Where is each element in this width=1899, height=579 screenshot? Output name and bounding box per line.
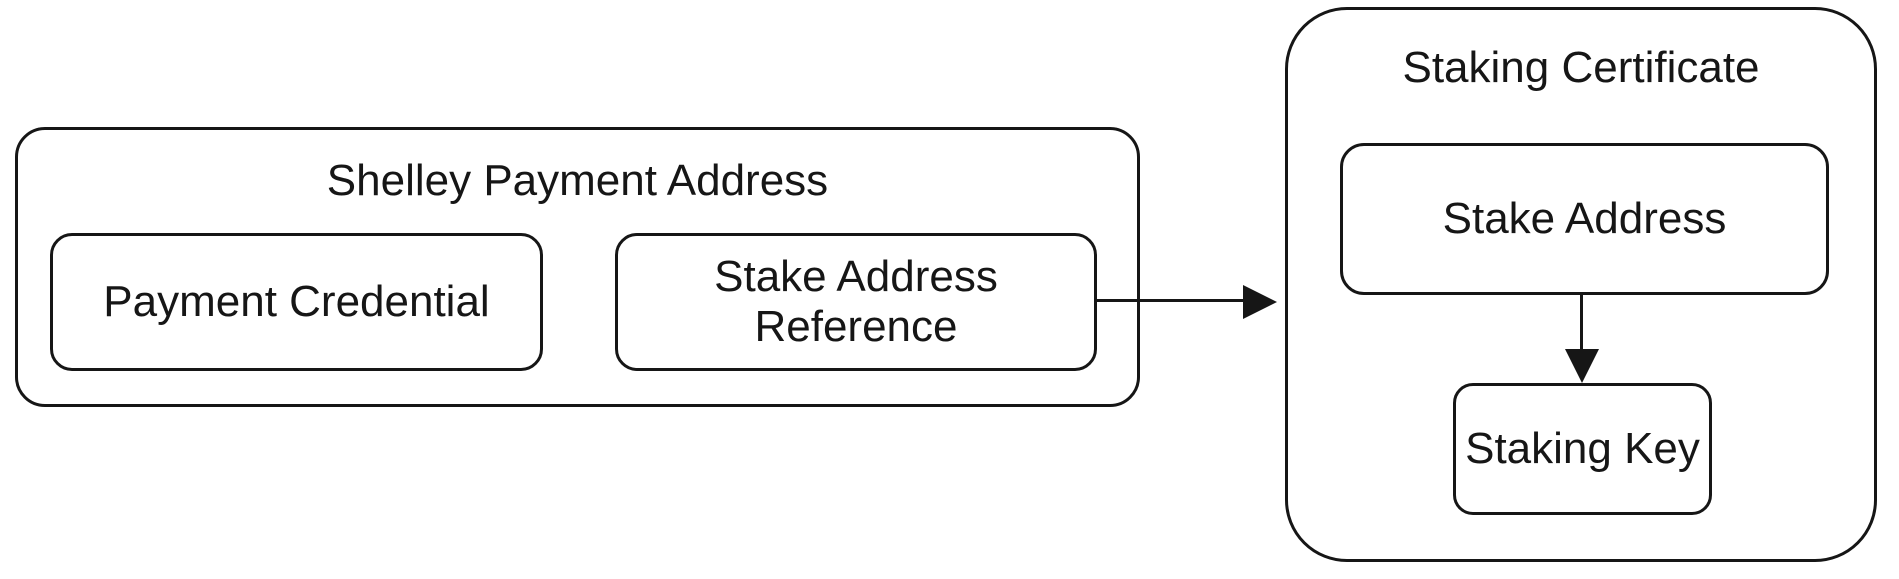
payment-credential-label: Payment Credential <box>103 276 490 326</box>
arrowhead-down-icon <box>1565 349 1599 383</box>
shelley-payment-address-title: Shelley Payment Address <box>326 156 829 205</box>
staking-certificate-title: Staking Certificate <box>1402 43 1760 92</box>
payment-credential-node: Payment Credential <box>50 233 543 371</box>
stake-address-reference-label: Stake Address Reference <box>714 251 998 351</box>
staking-key-label: Staking Key <box>1465 423 1700 473</box>
staking-key-node: Staking Key <box>1453 383 1712 515</box>
stake-address-node: Stake Address <box>1340 143 1829 295</box>
stake-address-label: Stake Address <box>1442 193 1727 243</box>
arrow-reference-to-certificate-line <box>1097 299 1249 302</box>
stake-address-reference-node: Stake Address Reference <box>615 233 1097 371</box>
arrowhead-right-icon <box>1243 285 1277 319</box>
arrow-stake-address-to-staking-key-line <box>1580 295 1583 352</box>
